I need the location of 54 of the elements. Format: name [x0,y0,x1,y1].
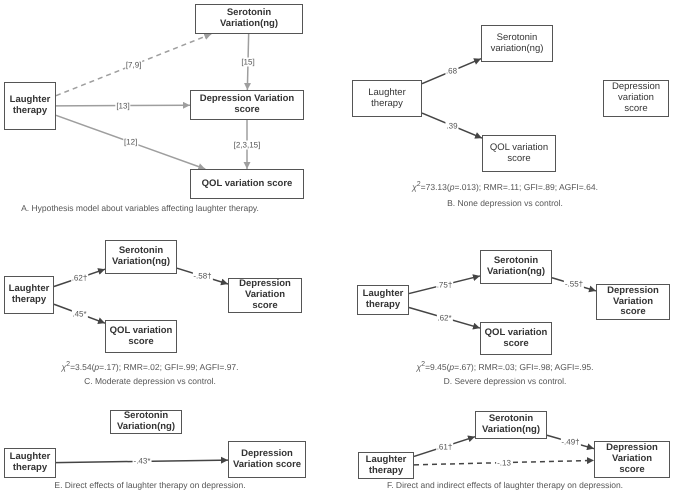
edge-label: .45* [71,309,88,318]
edge-label: [12] [122,138,138,147]
variable-box: Serotonin variation(ng) [481,25,553,62]
edge-label: .62* [436,313,453,322]
variable-box: Laughter therapy [4,82,56,130]
panel-caption: E. Direct effects of laughter therapy on depression. [54,480,246,490]
variable-box: Laughter therapy [4,448,56,478]
panel-caption: A. Hypothesis model about variables affecting laughter therapy. [21,203,259,213]
fit-statistics: χ$^{2}$=3.54(p=.17); RMR=.02; GFI=.99; AGFI=.97. [61,360,239,372]
variable-box: Depression Variation score [190,90,304,120]
arrow [408,306,480,330]
variable-box: QOL variation score [482,135,556,172]
arrow [56,33,212,96]
panel-caption: D. Severe depression vs control. [444,376,566,386]
edge-label: [15] [240,58,256,66]
edge-label: .62† [70,273,88,282]
variable-box: Serotonin Variation(ng) [110,410,182,434]
edge-label: -.55† [564,280,584,289]
panel-caption: C. Moderate depression vs control. [84,376,216,386]
variable-box: QOL variation score [105,320,177,353]
variable-box: Serotonin Variation(ng) [475,411,547,439]
edge-label: .61† [436,442,454,452]
arrow [56,114,206,170]
arrow [56,102,190,109]
variable-box: Laughter therapy [4,276,54,314]
variable-box: Serotonin Variation(ng) [195,4,303,34]
variable-box: QOL variation score [480,322,552,355]
arrow [244,34,251,90]
edge-label: -.49† [560,437,581,446]
edge-label: .39 [445,121,459,130]
edge-label: -.58† [192,272,213,281]
variable-box: Depression Variation score [228,441,306,478]
variable-box: Depression variation score [603,80,669,117]
variable-box: Serotonin Variation(ng) [105,240,177,274]
variable-box: Depression Variation score [594,441,670,478]
edge-label: .75† [436,280,454,290]
edge-label: .68 [444,66,458,76]
edge-label: [13] [115,101,131,110]
edge-label: -.43* [132,456,152,466]
edge-label: [2,3,15] [232,140,262,149]
variable-box: Laughter therapy [357,285,409,315]
fit-statistics: χ$^{2}$=73.13(p=.013); RMR=.11; GFI=.89; AGFI=.64. [412,180,598,192]
variable-box: Depression Variation score [228,278,302,313]
edge-label: -.13 [496,458,512,468]
edge-label: [7,9] [124,60,142,70]
variable-box: Serotonin Variation(ng) [480,250,552,284]
panel-caption: F. Direct and indirect effects of laughter therapy on depression. [386,480,624,490]
arrow [414,457,594,466]
arrow [56,456,228,464]
variable-box: Laughter therapy [358,452,414,479]
panel-caption: B. None depression vs control. [447,198,563,208]
variable-box: QOL variation score [190,169,304,199]
variable-box: Depression Variation score [596,284,670,320]
variable-box: Laughter therapy [352,80,422,117]
